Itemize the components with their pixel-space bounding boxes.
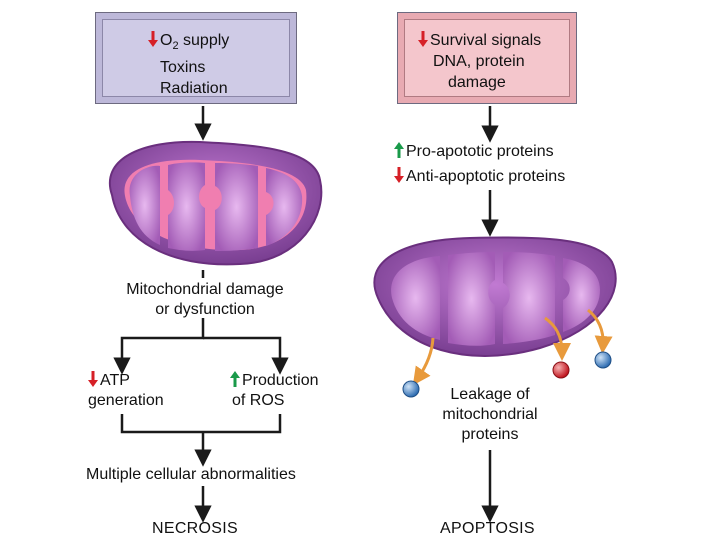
up-arrow-icon [394, 142, 404, 158]
o2-supply-label: supply [178, 32, 230, 49]
toxins-label: Toxins [160, 59, 206, 77]
released-protein-blue-2 [594, 351, 612, 369]
injury-causes-box: O2 supply Toxins Radiation [95, 12, 297, 104]
anti-apoptotic-label: Anti-apoptotic proteins [394, 167, 565, 187]
survival-signals-label: Survival signals [430, 32, 542, 49]
mito-damage-label: Mitochondrial damage or dysfunction [126, 281, 284, 318]
down-arrow-icon [394, 167, 404, 183]
up-arrow-icon [230, 371, 240, 387]
damage-label: damage [448, 74, 506, 91]
down-arrow-icon [148, 31, 158, 47]
down-arrow-icon [418, 31, 428, 47]
join-connector [120, 414, 282, 434]
o2-symbol: O [160, 32, 173, 49]
leakage-label: Leakage of mitochondrial proteins [442, 386, 538, 443]
apoptosis-triggers-box: Survival signals DNA, protein damage [397, 12, 577, 104]
released-protein-red [552, 361, 570, 379]
split-connector [113, 318, 205, 375]
atp-generation-label: ATP generation [88, 371, 164, 409]
pro-apoptotic-label: Pro-apototic proteins [394, 142, 554, 162]
mitochondrion-right [373, 236, 617, 357]
down-arrow-icon [88, 371, 98, 387]
ros-production-label: Production of ROS [230, 371, 319, 409]
o2-subscript: 2 [172, 40, 179, 53]
radiation-label: Radiation [160, 80, 228, 98]
mitochondrion-left [109, 140, 323, 266]
apoptosis-label: APOPTOSIS [440, 520, 535, 537]
multiple-abnormalities-label: Multiple cellular abnormalities [86, 466, 296, 483]
necrosis-label: NECROSIS [152, 520, 238, 537]
leak-arrow-3 [587, 308, 613, 354]
leak-arrow-2 [544, 316, 571, 361]
released-protein-blue-1 [402, 380, 420, 398]
dna-protein-label: DNA, protein [433, 53, 525, 70]
leak-arrow-1 [412, 337, 435, 386]
